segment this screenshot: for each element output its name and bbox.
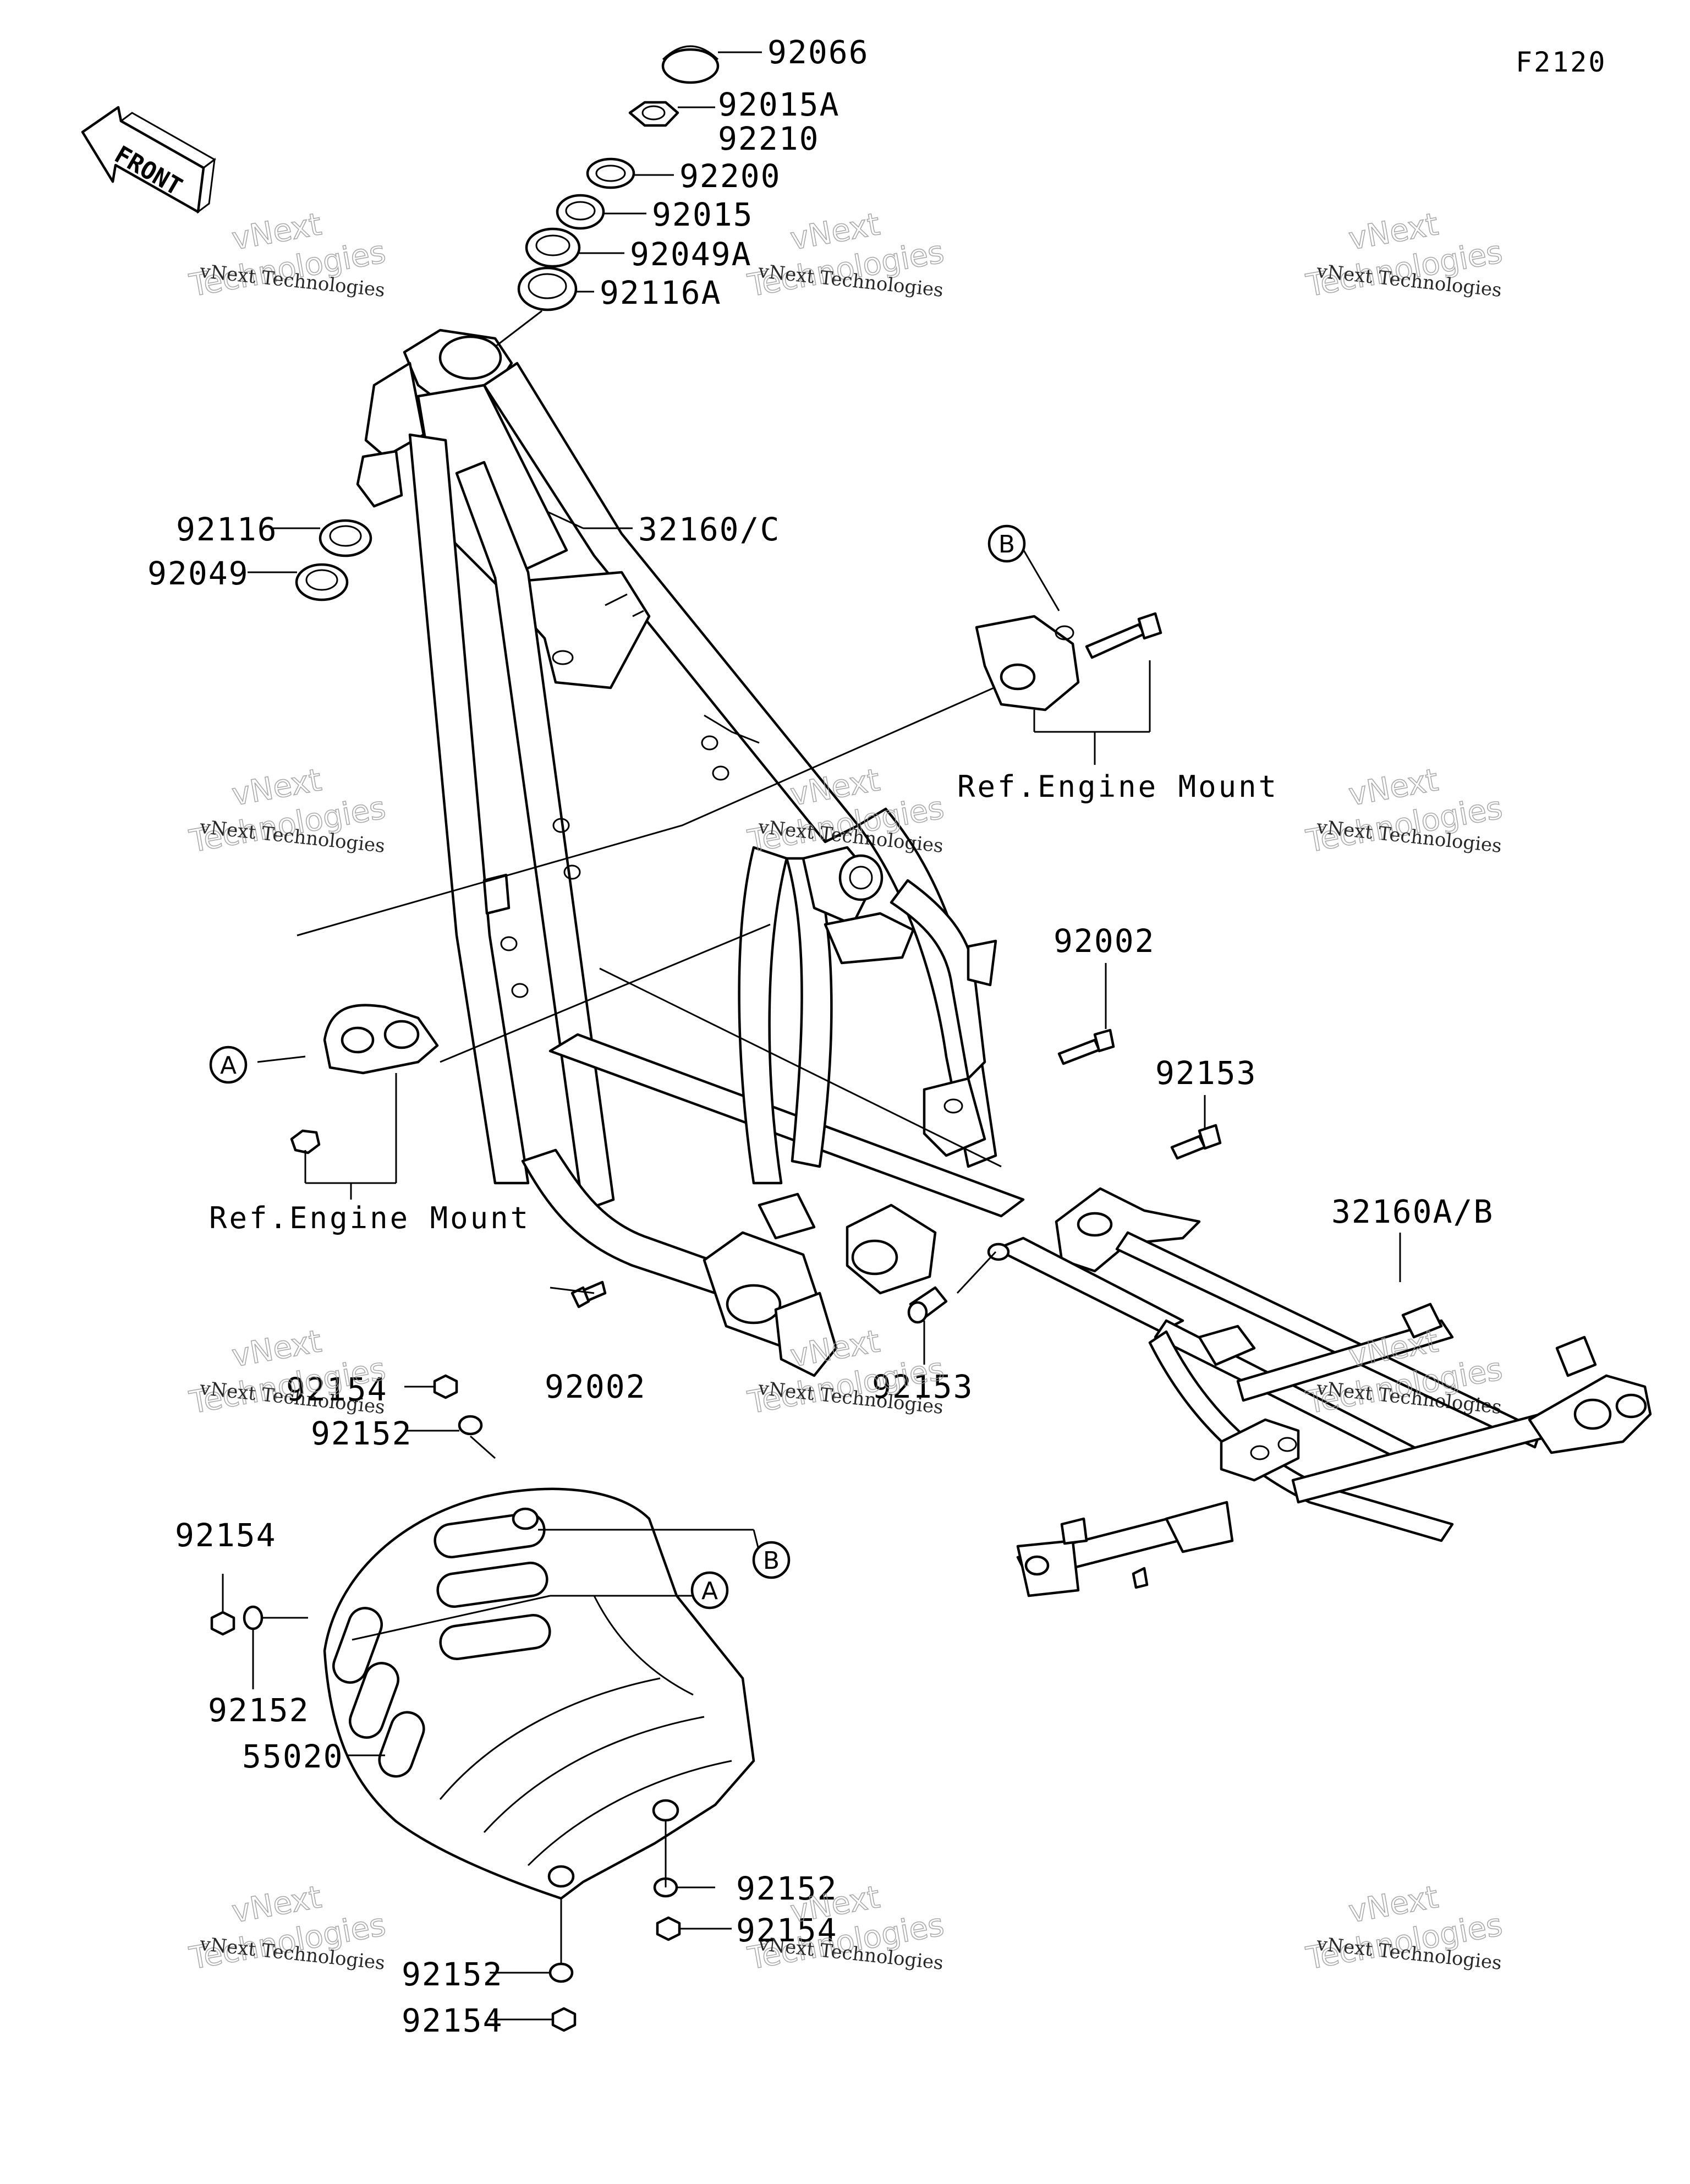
- bolt-92153-bottom: [907, 1286, 948, 1324]
- watermark: Technologies vNext vNext Technologies: [186, 762, 388, 860]
- bearing-92116: [319, 519, 372, 557]
- watermark: Technologies vNext vNext Technologies: [186, 1323, 388, 1421]
- main-frame-32160C: [297, 329, 1057, 1377]
- nut-92015: [556, 194, 605, 230]
- bearing-92116A: [517, 266, 578, 311]
- label-92153-right: 92153: [1155, 1054, 1257, 1092]
- seal-92049A: [525, 227, 581, 268]
- label-92210: 92210: [718, 120, 820, 157]
- svg-text:A: A: [220, 1052, 237, 1080]
- watermark: Technologies vNext vNext Technologies: [744, 206, 947, 304]
- label-92015: 92015: [652, 196, 754, 233]
- cap-92066: [661, 45, 720, 84]
- label-92154-br: 92154: [736, 1912, 838, 1949]
- front-direction-arrow: FRONT: [81, 106, 216, 214]
- ref-engine-mount-left: Ref.Engine Mount: [209, 1201, 530, 1235]
- label-92152-br: 92152: [736, 1870, 838, 1907]
- label-55020: 55020: [242, 1738, 344, 1775]
- label-92154-left: 92154: [175, 1517, 277, 1554]
- watermark: Technologies vNext vNext Technologies: [1303, 762, 1505, 860]
- label-32160C: 32160/C: [638, 511, 780, 548]
- bolt-92153-right: [1170, 1124, 1222, 1160]
- label-92015A: 92015A: [718, 86, 840, 123]
- engine-mount-plate-right: [975, 612, 1162, 711]
- nut-92015A: [628, 101, 679, 127]
- label-92002-right: 92002: [1053, 922, 1155, 960]
- label-92152-left: 92152: [208, 1692, 310, 1729]
- watermark: Technologies vNext vNext Technologies: [186, 206, 388, 304]
- callout-B-guard: B: [752, 1541, 791, 1579]
- ref-engine-mount-right: Ref.Engine Mount: [957, 769, 1279, 804]
- label-92049: 92049: [147, 555, 249, 592]
- label-92152-top: 92152: [311, 1415, 413, 1452]
- skid-plate-fasteners: [210, 1374, 681, 2032]
- seal-92049: [295, 563, 349, 601]
- watermark: Technologies vNext vNext Technologies: [186, 1879, 388, 1977]
- watermark: Technologies vNext vNext Technologies: [1303, 206, 1505, 304]
- label-92153-bottom: 92153: [872, 1368, 974, 1405]
- callout-A-left: A: [209, 1046, 248, 1084]
- leader-lines: [222, 51, 1401, 2021]
- engine-mount-plate-left: [290, 1004, 439, 1154]
- rear-frame-32160AB: [987, 1187, 1652, 1597]
- label-92154-bottom: 92154: [402, 2002, 503, 2039]
- label-92116: 92116: [176, 511, 278, 548]
- label-92116A: 92116A: [600, 274, 722, 311]
- label-92154-top: 92154: [286, 1371, 388, 1408]
- label-92049A: 92049A: [630, 236, 752, 273]
- label-92200: 92200: [679, 157, 781, 195]
- label-32160AB: 32160A/B: [1331, 1193, 1494, 1230]
- callout-B-top: B: [987, 524, 1026, 563]
- label-92066: 92066: [767, 34, 869, 71]
- svg-text:B: B: [763, 1547, 780, 1575]
- callout-A-guard: A: [690, 1571, 729, 1610]
- label-92152-bottom: 92152: [402, 1956, 503, 1993]
- part-labels: 92066 92015A 92210 92200 92015 92049A 92…: [147, 34, 1494, 2039]
- skid-plate-55020: [323, 1487, 755, 1900]
- diagram-code: F2120: [1516, 46, 1607, 78]
- watermark: Technologies vNext vNext Technologies: [1303, 1879, 1505, 1977]
- washer-92200: [586, 157, 635, 189]
- steering-stem-parts: [295, 45, 720, 601]
- label-92002-bottom: 92002: [545, 1368, 646, 1405]
- svg-text:B: B: [998, 530, 1015, 559]
- bolt-92002-bottom: [570, 1280, 607, 1309]
- svg-text:A: A: [701, 1577, 718, 1605]
- bolt-92002-right: [1057, 1028, 1115, 1065]
